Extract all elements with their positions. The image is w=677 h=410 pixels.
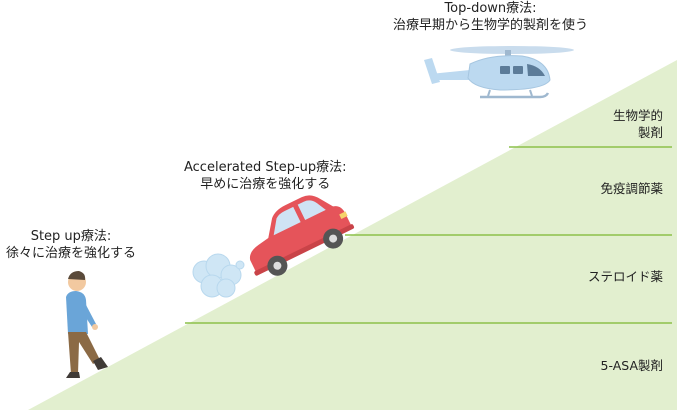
tier-5asa-label: 5-ASA製剤 [600, 358, 663, 373]
car-icon [249, 195, 355, 276]
tier-biologics-line2: 製剤 [637, 125, 663, 140]
tier-biologics-line1: 生物学的 [612, 108, 663, 123]
walking-person-icon [66, 271, 108, 378]
accelerated-desc: 早めに治療を強化する [200, 177, 331, 192]
accelerated-title: Accelerated Step-up療法: [184, 160, 347, 175]
exhaust-cloud-icon [192, 253, 245, 298]
tier-steroids-label: ステロイド薬 [587, 269, 663, 284]
top-down-label: Top-down療法: 治療早期から生物学的製剤を使う [393, 0, 588, 34]
tier-biologics: 生物学的 製剤 [613, 107, 663, 141]
step-up-title: Step up療法: [30, 229, 112, 244]
top-down-title: Top-down療法: [444, 1, 537, 16]
tier-immunomodulators-label: 免疫調節薬 [600, 181, 663, 196]
tier-5asa: 5-ASA製剤 [601, 357, 663, 374]
step-up-label: Step up療法: 徐々に治療を強化する [6, 228, 136, 262]
top-down-desc: 治療早期から生物学的製剤を使う [393, 18, 589, 33]
step-up-desc: 徐々に治療を強化する [6, 246, 137, 261]
helicopter-icon [424, 46, 574, 99]
accelerated-step-up-label: Accelerated Step-up療法: 早めに治療を強化する [184, 159, 347, 193]
tier-steroids: ステロイド薬 [588, 268, 663, 285]
tier-immunomodulators: 免疫調節薬 [600, 180, 663, 197]
